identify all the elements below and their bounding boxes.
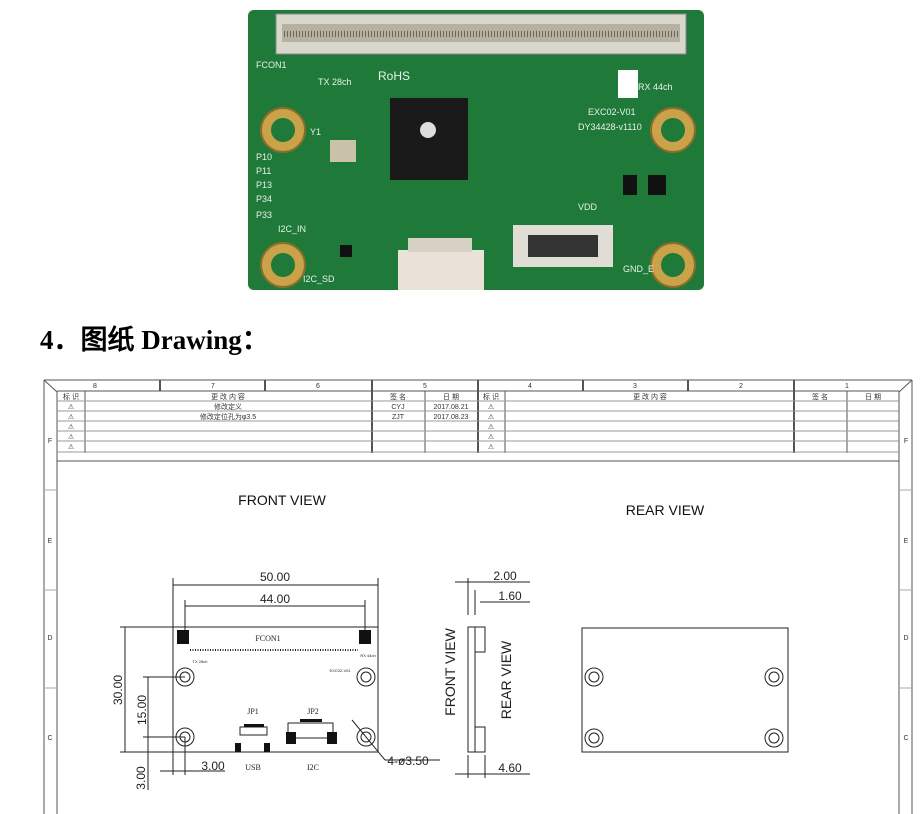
side-view-outline [455,578,530,778]
silk-i2c-sd: I2C_SD [303,274,335,284]
table-row: ⚠ 修改定位孔为φ3.5 ZJT 2017.08.23 ⚠ [68,412,494,421]
sign-text: CYJ [391,404,404,411]
revision-mark-icon: ⚠ [488,403,494,411]
col-header-mark-2: 标 识 [483,392,499,401]
rear-view-title: REAR VIEW [626,502,705,518]
silk-rohs: RoHS [378,69,410,83]
zone-row-f: F [48,438,52,445]
revision-mark-icon: ⚠ [488,423,494,431]
revision-table: 标 识 更 改 内 容 签 名 日 期 标 识 更 改 内 容 签 名 日 期 … [63,392,881,451]
change-text: 修改定义 [214,402,242,411]
col-header-sign-2: 签 名 [812,392,828,401]
silk-p10: P10 [256,152,272,162]
zone-row-c: C [47,735,52,742]
silk-gnd-e: GND_E [623,264,654,274]
zone-row-c-right: C [903,735,908,742]
zone-col-4: 4 [528,383,532,390]
revision-mark-icon: ⚠ [488,433,494,441]
technical-drawing: 8 7 6 5 4 3 2 1 F E D C F E D C 标 识 更 改 … [43,379,913,814]
date-text: 2017.08.23 [433,414,468,421]
zone-row-d-right: D [903,635,908,642]
rear-view-outline [581,627,789,753]
zone-col-8: 8 [93,383,97,390]
dim-thick-board: 1.60 [498,589,522,603]
change-text: 修改定位孔为φ3.5 [200,412,256,421]
front-view-outline [120,578,440,790]
revision-mark-icon: ⚠ [68,403,74,411]
zone-col-5: 5 [423,383,427,390]
silk-fcon1: FCON1 [256,60,287,70]
silk-code: DY34428-v1110 [578,122,642,132]
label-jp1: JP1 [247,707,259,716]
silk-version: EXC02-V01 [588,107,636,117]
silk-y1: Y1 [310,127,321,137]
col-header-change-2: 更 改 内 容 [633,392,667,401]
zone-col-2: 2 [739,383,743,390]
label-version: EXC02-V01 [329,668,351,673]
revision-mark-icon: ⚠ [68,443,74,451]
dim-height: 30.00 [111,675,125,705]
label-rx: RX 44ch [360,653,375,658]
col-header-sign: 签 名 [390,392,406,401]
pcb-board-image: FCON1 TX 28ch RoHS EXC02-V01 DY34428-v11… [248,10,704,290]
dim-thick-total: 2.00 [493,569,517,583]
dim-edge-y: 3.00 [134,766,148,790]
dim-edge-x: 3.00 [201,759,225,773]
col-header-date: 日 期 [443,393,459,401]
col-header-date-2: 日 期 [865,393,881,401]
date-text: 2017.08.21 [433,404,468,411]
zone-row-e-right: E [904,538,909,545]
zone-row-d: D [47,635,52,642]
zone-row-f-right: F [904,438,908,445]
side-rear-view-label: REAR VIEW [498,640,514,719]
revision-mark-icon: ⚠ [488,443,494,451]
silk-p33: P33 [256,210,272,220]
zone-col-6: 6 [316,383,320,390]
dim-hole-span: 15.00 [135,695,149,725]
zone-col-1: 1 [845,383,849,390]
zone-col-3: 3 [633,383,637,390]
sign-text: ZJT [392,414,405,421]
col-header-change: 更 改 内 容 [211,392,245,401]
silk-p13: P13 [256,180,272,190]
table-row: ⚠ ⚠ [68,423,494,431]
table-row: ⚠ ⚠ [68,433,494,441]
pcb-photo: FCON1 TX 28ch RoHS EXC02-V01 DY34428-v11… [248,10,704,290]
silk-vdd: VDD [578,202,598,212]
dim-connector: 44.00 [260,592,290,606]
label-i2c: I2C [307,763,319,772]
table-row: ⚠ 修改定义 CYJ 2017.08.21 ⚠ [68,402,494,411]
revision-mark-icon: ⚠ [68,433,74,441]
label-tx: TX 28ch [193,659,208,664]
table-row: ⚠ ⚠ [68,443,494,451]
revision-mark-icon: ⚠ [488,413,494,421]
silk-i2c-in: I2C_IN [278,224,306,234]
front-view-title: FRONT VIEW [238,492,326,508]
label-jp2: JP2 [307,707,319,716]
label-usb: USB [245,763,261,772]
dim-thick-side: 4.60 [498,761,522,775]
dim-holes: 4-ø3.50 [387,754,429,768]
label-fcon1: FCON1 [255,634,280,643]
col-header-mark: 标 识 [63,392,79,401]
dim-width: 50.00 [260,570,290,584]
silk-tx: TX 28ch [318,77,352,87]
silk-p11: P11 [256,166,271,176]
silk-rx: RX 44ch [638,82,673,92]
zone-col-7: 7 [211,383,215,390]
silk-p34: P34 [256,194,272,204]
side-front-view-label: FRONT VIEW [442,627,458,715]
revision-mark-icon: ⚠ [68,423,74,431]
section-heading: 4．图纸 Drawing： [40,325,269,355]
zone-row-e: E [48,538,53,545]
revision-mark-icon: ⚠ [68,413,74,421]
